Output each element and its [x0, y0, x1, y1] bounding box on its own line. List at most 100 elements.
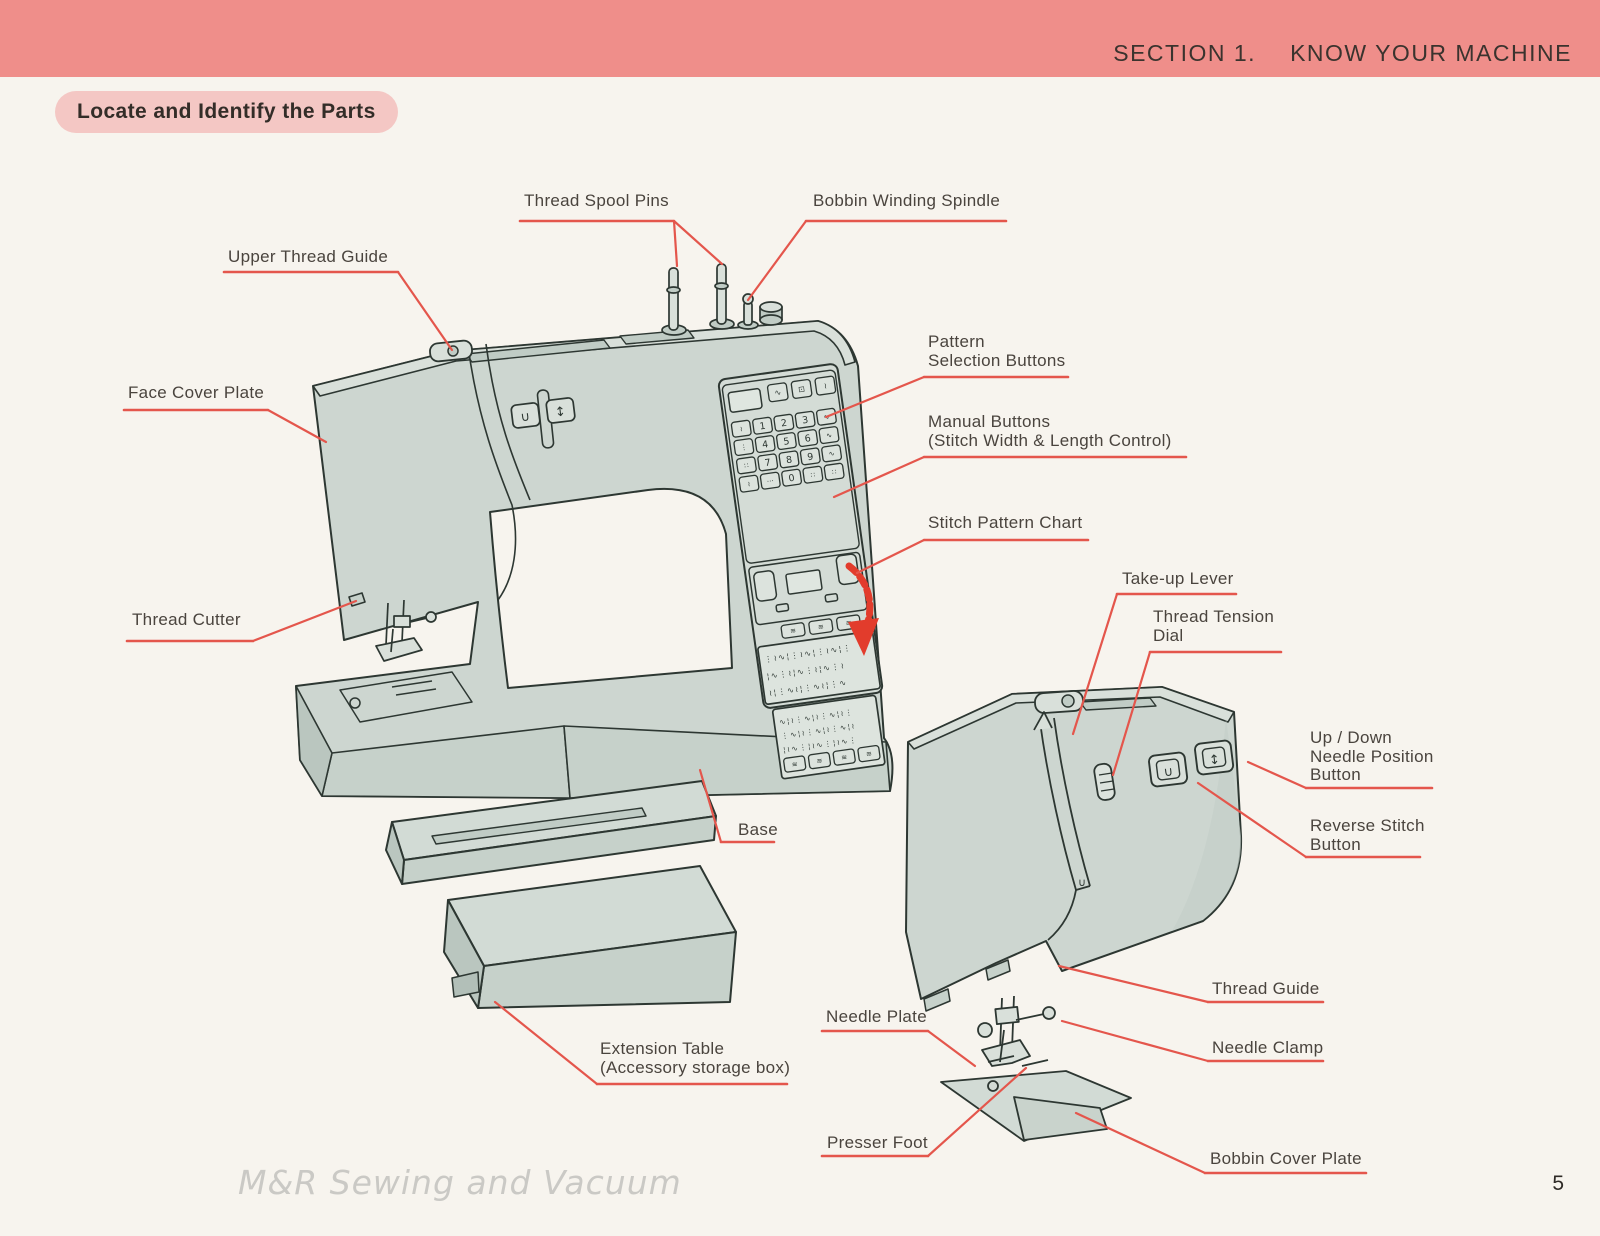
leader-line-needle-plate	[926, 1029, 977, 1068]
leader-line-base	[698, 768, 723, 844]
panel-key	[757, 453, 779, 472]
panel-key	[821, 444, 843, 463]
base-strip-graphic	[385, 780, 717, 885]
panel-key-label: 5	[783, 436, 791, 448]
section-header: SECTION 1.KNOW YOUR MACHINE	[1113, 40, 1572, 67]
panel-display	[727, 387, 763, 413]
svg-text:∪: ∪	[1163, 764, 1174, 780]
head-handle-slot	[1079, 697, 1157, 711]
panel-key-label: 1	[759, 421, 767, 433]
panel-key-label: 2	[780, 418, 788, 430]
panel-key	[799, 447, 821, 466]
panel-key-label: 7	[764, 457, 772, 469]
presser-foot-graphic	[981, 1039, 1031, 1067]
panel-key-label: ∷	[744, 462, 750, 471]
leader-line-take-up-lever	[1071, 592, 1119, 736]
panel-key	[775, 432, 797, 451]
leader-line-presser-foot	[926, 1066, 1028, 1158]
leader-line-thread-cutter	[251, 599, 358, 643]
panel-key-label: ∿	[774, 388, 782, 398]
stitch-chart-flip-panel: ∿¦≀⋮∿¦≀⋮∿¦≀⋮⋮∿¦≀⋮∿¦≀⋮∿¦≀¦≀∿⋮¦≀∿⋮¦≀∿⋮ ≋≋≋…	[771, 694, 886, 780]
main-machine-illustration: ∪ ↕	[295, 263, 894, 799]
leader-line-pattern-selection-buttons	[824, 375, 926, 419]
panel-key	[735, 456, 757, 475]
page-heading-chip: Locate and Identify the Parts	[55, 91, 398, 133]
leader-line-thread-guide	[1057, 964, 1210, 1004]
panel-key	[759, 471, 781, 490]
panel-key-label: ⊡	[798, 384, 806, 394]
leader-line-needle-clamp	[1060, 1019, 1210, 1063]
panel-key	[797, 429, 819, 448]
panel-key	[738, 474, 760, 493]
panel-key-label: ≋	[817, 623, 824, 632]
reverse-stitch-button-graphic: ∪	[1148, 751, 1189, 788]
machine-foot-tab	[985, 959, 1011, 981]
panel-key	[773, 413, 795, 432]
leader-line-extension-table	[493, 1000, 599, 1086]
panel-key-label: ≀	[739, 425, 743, 433]
panel-key	[818, 426, 840, 445]
panel-key-label: ∿	[826, 431, 833, 440]
panel-key	[794, 410, 816, 429]
panel-key	[752, 416, 774, 435]
panel-key	[790, 378, 813, 399]
panel-key-label: 8	[785, 454, 793, 466]
page-number: 5	[1552, 1172, 1564, 1195]
panel-key	[766, 382, 789, 403]
svg-text:∪: ∪	[520, 409, 531, 425]
needle-graphic	[999, 1029, 1005, 1063]
bobbin-winder-stopper-graphic	[759, 301, 783, 326]
panel-key	[857, 744, 881, 763]
panel-key-label: ∿	[828, 450, 835, 459]
panel-key-label: ≀	[747, 480, 751, 488]
panel-key	[754, 435, 776, 454]
leader-line-upper-thread-guide	[396, 270, 454, 352]
watermark-text: M&R Sewing and Vacuum	[238, 1163, 682, 1202]
extension-table-graphic	[443, 865, 737, 1009]
bed-left-face	[295, 685, 333, 797]
leader-line-bobbin-winding-spindle	[746, 219, 808, 302]
thread-spool-pin-graphic	[709, 263, 735, 330]
leader-lines-layer	[122, 219, 1434, 1175]
needle-clamp-stub	[1015, 1013, 1045, 1021]
control-panel: ∿⊡≀ ≀123∿⋮456∿∷789∿≀⋯0∷∷ ≋≋≋ ⋮≀∿¦⋮≀∿¦⋮≀∿…	[717, 363, 886, 780]
panel-key	[730, 419, 752, 438]
top-thread-guide-cap	[1034, 690, 1084, 714]
face-cover-seam	[485, 343, 531, 501]
face-cover-seam	[467, 345, 517, 601]
svg-text:∪: ∪	[1078, 876, 1086, 889]
panel-key-label: ∷	[831, 468, 837, 477]
thread-spool-pin-graphic	[661, 267, 687, 336]
panel-key-label: ≀	[823, 381, 827, 390]
svg-text:↕: ↕	[554, 404, 567, 420]
panel-key	[808, 618, 834, 635]
panel-key-label: ≋	[841, 753, 848, 762]
bobbin-cover-plate-graphic	[1013, 1096, 1108, 1141]
panel-key	[781, 468, 803, 487]
panel-key-label: 3	[802, 415, 810, 427]
panel-key-label: ≋	[866, 750, 873, 759]
presser-thumb-screw	[977, 1022, 993, 1038]
panel-key-label: ≋	[791, 760, 798, 769]
leader-line-stitch-pattern-chart	[855, 538, 926, 575]
needle-bar-closeup-graphic	[977, 995, 1056, 1067]
panel-key	[807, 751, 832, 770]
needle-plate-graphic-main	[339, 671, 473, 723]
needle-plate-graphic	[940, 1055, 1132, 1142]
svg-text:↕: ↕	[1208, 752, 1221, 768]
leader-line-face-cover-plate	[266, 408, 328, 444]
panel-key	[832, 748, 856, 766]
panel-key	[823, 462, 845, 481]
leader-line-bobbin-cover-plate	[1074, 1111, 1207, 1175]
panel-key-label: 6	[804, 433, 812, 445]
section-title: KNOW YOUR MACHINE	[1290, 40, 1572, 66]
reverse-stitch-button-front-graphic: ∪	[510, 402, 541, 429]
panel-key-label: 9	[807, 451, 815, 463]
pattern-group-keys: ∿ ⊡ ≀	[766, 375, 837, 403]
up-down-needle-position-button-graphic: ↕	[1194, 739, 1235, 776]
panel-key-label: 0	[788, 473, 796, 485]
panel-key-label: ⋮	[740, 443, 748, 452]
needle-bar-graphic	[375, 599, 437, 662]
